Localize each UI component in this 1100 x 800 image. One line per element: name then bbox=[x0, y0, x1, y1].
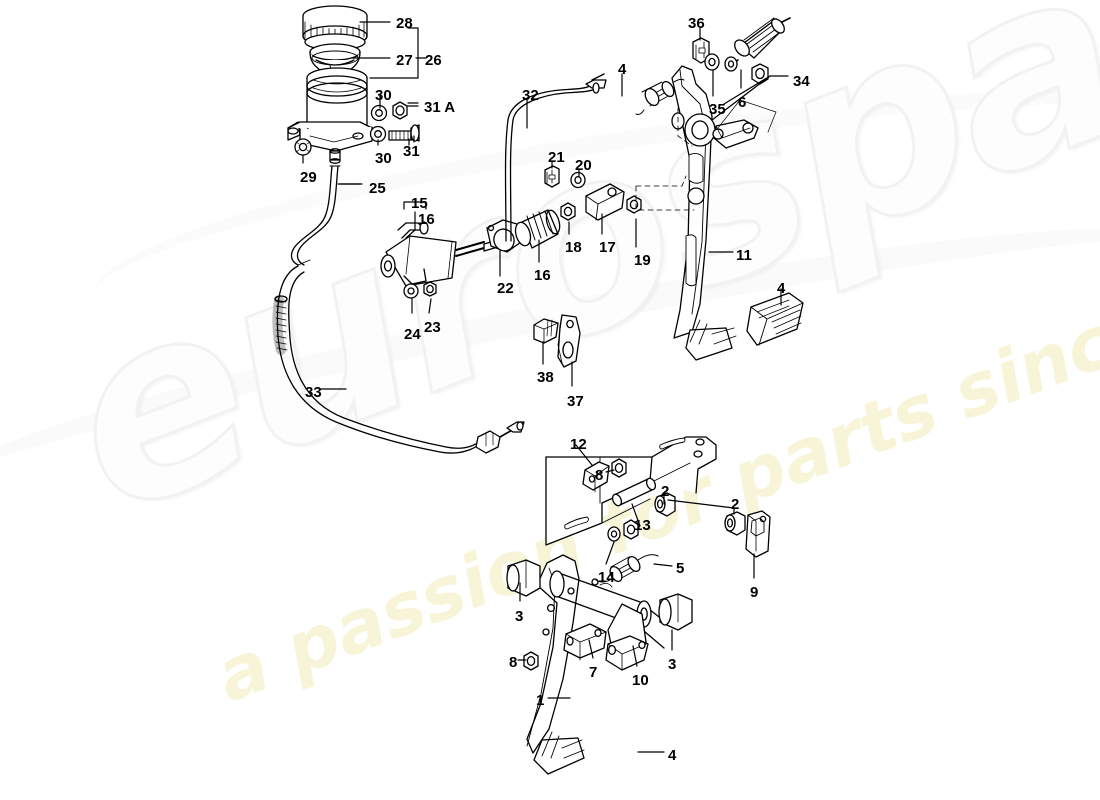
part-21-clip bbox=[544, 165, 560, 188]
callout-11: 11 bbox=[736, 247, 752, 264]
callout-23: 23 bbox=[424, 319, 441, 336]
part-19-nut bbox=[626, 195, 642, 214]
callout-13: 13 bbox=[634, 517, 651, 534]
callout-3: 3 bbox=[515, 608, 524, 625]
part-17-clevis-connector bbox=[585, 183, 625, 221]
callout-14: 14 bbox=[598, 569, 615, 586]
part-13-pivot-shaft bbox=[611, 477, 657, 507]
part-10-clevis bbox=[605, 635, 649, 671]
callout-31: 31 bbox=[403, 143, 420, 160]
part-32-hydraulic-pipe bbox=[504, 73, 607, 242]
callout-19: 19 bbox=[634, 252, 651, 269]
part-31-bolt bbox=[388, 124, 420, 142]
callout-4: 4 bbox=[668, 747, 677, 764]
part-26-reservoir-assembly bbox=[287, 67, 373, 164]
callout-35: 35 bbox=[709, 101, 726, 118]
callout-32: 32 bbox=[522, 87, 539, 104]
part-29-washer bbox=[294, 138, 312, 156]
callout-2: 2 bbox=[731, 496, 740, 513]
callout-10: 10 bbox=[632, 672, 649, 689]
part-9-clevis-bracket bbox=[745, 510, 771, 558]
clutch-upper-linkage bbox=[712, 99, 777, 149]
part-18-nut bbox=[560, 202, 576, 221]
part-7-clevis-rod-end bbox=[563, 623, 607, 661]
callout-25: 25 bbox=[369, 180, 386, 197]
part-8-nuts bbox=[523, 458, 627, 671]
callout-38: 38 bbox=[537, 369, 554, 386]
part-4-clutch-pedal-pad bbox=[746, 292, 804, 346]
callout-17: 17 bbox=[599, 239, 616, 256]
part-30-washers bbox=[369, 104, 388, 143]
callout-9: 9 bbox=[750, 584, 759, 601]
callout-12: 12 bbox=[570, 436, 587, 453]
callout-34: 34 bbox=[793, 73, 810, 90]
part-38-grommet bbox=[533, 318, 559, 344]
leader-lines bbox=[302, 21, 789, 753]
callout-1: 1 bbox=[536, 692, 545, 709]
callout-27: 27 bbox=[396, 52, 413, 69]
callout-8: 8 bbox=[595, 467, 604, 484]
callout-24: 24 bbox=[404, 326, 421, 343]
part-35-washer bbox=[704, 53, 720, 71]
callout-21: 21 bbox=[548, 149, 565, 166]
callout-2: 2 bbox=[661, 483, 670, 500]
callout-30: 30 bbox=[375, 150, 392, 167]
callout-28: 28 bbox=[396, 15, 413, 32]
callout-33: 33 bbox=[305, 384, 322, 401]
part-33-flexible-hose bbox=[272, 265, 525, 454]
callout-15: 15 bbox=[411, 195, 428, 212]
brake-light-switch-bracket bbox=[582, 461, 610, 493]
callout-20: 20 bbox=[575, 157, 592, 174]
part-20-washer bbox=[570, 171, 586, 189]
part-11-clutch-pedal-arm bbox=[671, 65, 737, 361]
part-23-24-nuts bbox=[403, 281, 437, 299]
callout-5: 5 bbox=[676, 560, 685, 577]
part-15-clutch-master-cylinder bbox=[380, 221, 507, 287]
part-4-return-spring-top bbox=[635, 78, 685, 115]
callout-31a: 31 A bbox=[424, 99, 456, 116]
part-37-bracket bbox=[557, 314, 581, 368]
reference-outlines bbox=[635, 107, 695, 211]
callout-6: 6 bbox=[738, 94, 747, 111]
callout-8: 8 bbox=[509, 654, 518, 671]
part-12-pedal-mounting-bracket bbox=[545, 436, 717, 546]
part-14-washer-nut bbox=[607, 519, 639, 542]
part-3-bushings bbox=[506, 559, 693, 631]
part-31a-nut bbox=[392, 101, 408, 120]
part-25-feed-hose bbox=[290, 165, 341, 266]
part-36-clip bbox=[692, 37, 710, 64]
callout-18: 18 bbox=[565, 239, 582, 256]
callout-37: 37 bbox=[567, 393, 584, 410]
callout-4: 4 bbox=[777, 280, 786, 297]
callout-30: 30 bbox=[375, 87, 392, 104]
callout-3: 3 bbox=[668, 656, 677, 673]
callout-16: 16 bbox=[534, 267, 551, 284]
callout-36: 36 bbox=[688, 15, 705, 32]
callout-29: 29 bbox=[300, 169, 317, 186]
part-2-bushings bbox=[654, 492, 746, 536]
callout-4: 4 bbox=[618, 61, 627, 78]
part-6-bolt-and-34-damper bbox=[724, 17, 791, 85]
part-16-bellows-boot bbox=[514, 209, 561, 249]
part-5-brake-return-spring bbox=[591, 554, 659, 586]
callout-16: 16 bbox=[418, 211, 435, 228]
callout-7: 7 bbox=[589, 664, 598, 681]
callout-26: 26 bbox=[425, 52, 442, 69]
callout-22: 22 bbox=[497, 280, 514, 297]
